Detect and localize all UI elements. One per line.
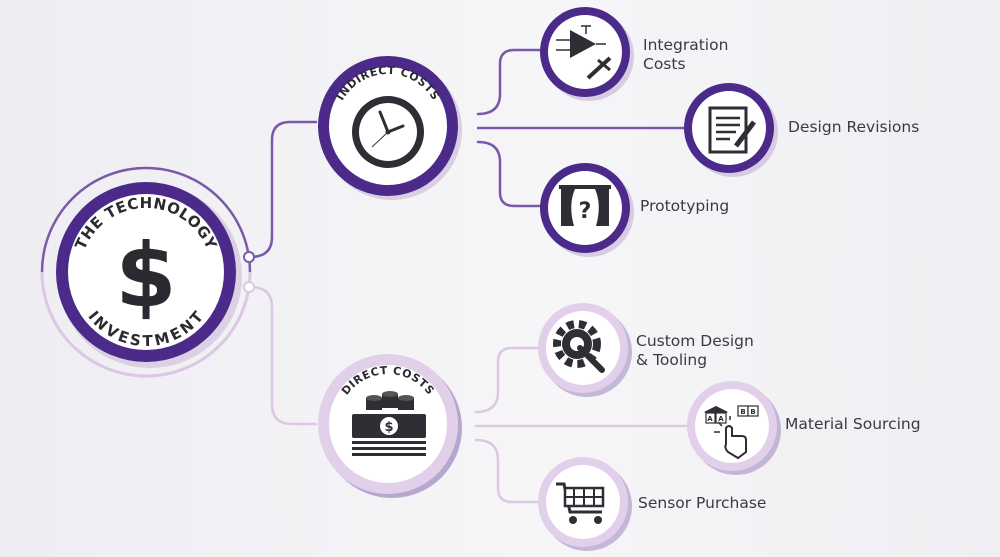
clock-icon bbox=[352, 96, 424, 168]
prototyping-label-line-1: Prototyping bbox=[640, 197, 730, 215]
sensor-purchase-label: Sensor Purchase bbox=[638, 494, 766, 513]
custom-design-label-line-2: & Tooling bbox=[636, 351, 708, 369]
design-revisions-label-line-1: Design Revisions bbox=[788, 118, 920, 136]
center-connector-dot-bottom bbox=[243, 281, 255, 293]
integration-costs-label-line-2: Costs bbox=[643, 55, 686, 73]
custom-design-node bbox=[538, 303, 632, 397]
shopping-cart-icon bbox=[556, 482, 605, 524]
connectors bbox=[248, 48, 690, 504]
svg-text:A: A bbox=[718, 415, 724, 423]
center-connector-dot-top bbox=[243, 251, 255, 263]
dollar-sign-icon: $ bbox=[115, 224, 176, 327]
material-sourcing-label: Material Sourcing bbox=[785, 415, 921, 434]
direct-to-sensor-line bbox=[474, 438, 542, 504]
indirect-connectors bbox=[248, 48, 686, 259]
svg-text:B: B bbox=[750, 408, 755, 416]
integration-costs-node bbox=[540, 7, 634, 101]
sensor-purchase-label-line-1: Sensor Purchase bbox=[638, 494, 767, 512]
material-sourcing-label-line-1: Material Sourcing bbox=[785, 415, 921, 433]
design-revisions-node bbox=[684, 83, 778, 177]
custom-design-label: Custom Design & Tooling bbox=[636, 332, 754, 370]
direct-connectors bbox=[248, 285, 690, 504]
svg-text:A: A bbox=[707, 415, 713, 423]
direct-to-custom-line bbox=[474, 346, 542, 414]
material-sourcing-node: A A B B bbox=[687, 381, 781, 475]
indirect-hub: INDIRECT COSTS bbox=[318, 56, 462, 200]
center-to-direct-line bbox=[248, 285, 318, 426]
circuit-calipers-icon bbox=[556, 25, 612, 80]
svg-text:$: $ bbox=[384, 420, 393, 435]
sensor-purchase-node bbox=[538, 457, 632, 551]
center-hub: THE TECHNOLOGY INVESTMENT $ bbox=[40, 166, 255, 378]
svg-text:B: B bbox=[740, 408, 745, 416]
prototyping-label: Prototyping bbox=[640, 197, 729, 216]
indirect-to-prototyping-line bbox=[476, 140, 544, 208]
svg-text:?: ? bbox=[579, 199, 592, 224]
prototyping-node: ? bbox=[540, 163, 634, 257]
center-outer-ring-light bbox=[40, 271, 252, 378]
direct-hub: DIRECT COSTS $ bbox=[318, 354, 462, 498]
money-stack-icon: $ bbox=[352, 391, 426, 456]
custom-design-label-line-1: Custom Design bbox=[636, 332, 754, 350]
blocks-hand-icon: A A B B bbox=[704, 405, 759, 460]
integration-costs-label-line-1: Integration bbox=[643, 36, 729, 54]
design-revisions-label: Design Revisions bbox=[788, 118, 919, 137]
document-pencil-icon bbox=[708, 106, 756, 154]
gear-wrench-icon bbox=[553, 320, 605, 373]
integration-costs-label: Integration Costs bbox=[643, 36, 728, 74]
indirect-to-integration-line bbox=[476, 48, 544, 116]
curtain-question-icon: ? bbox=[559, 185, 611, 226]
center-to-indirect-line bbox=[248, 120, 318, 259]
